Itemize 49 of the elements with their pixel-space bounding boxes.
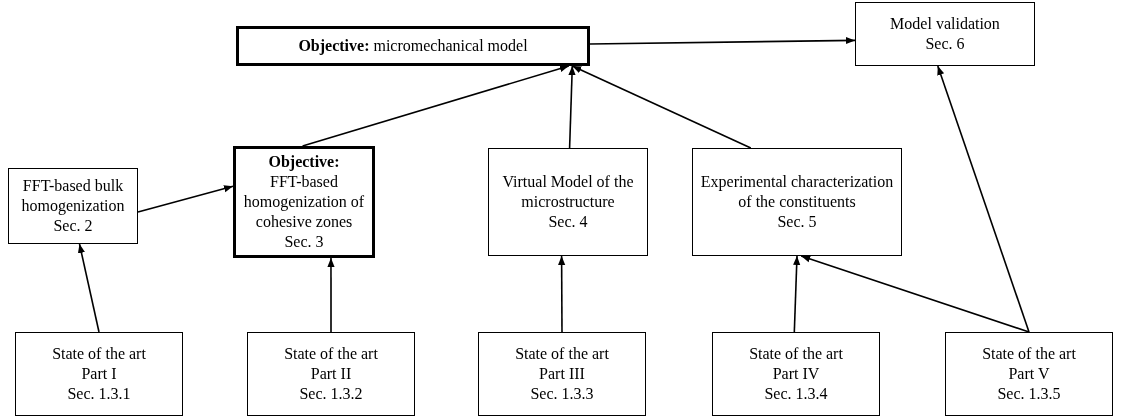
- arrow: [137, 185, 234, 213]
- box-text: FFT-based homogenization of cohesive zones: [242, 172, 366, 232]
- box-text: Sec. 1.3.2: [299, 384, 363, 404]
- box-text: Sec. 3: [284, 232, 324, 252]
- arrow: [937, 65, 1030, 333]
- box-text: Objective: micromechanical model: [298, 36, 528, 56]
- box-text: State of the art: [982, 344, 1076, 364]
- arrow: [793, 255, 801, 333]
- arrow: [558, 255, 566, 333]
- box-text: Part II: [310, 364, 352, 384]
- box-text: State of the art: [284, 344, 378, 364]
- box-text: State of the art: [749, 344, 843, 364]
- process-box: [945, 332, 1113, 416]
- arrow: [568, 65, 576, 149]
- process-box: [247, 332, 415, 416]
- box-text: Objective:: [268, 152, 340, 172]
- process-box: [488, 148, 648, 256]
- process-box: [236, 26, 590, 66]
- box-text: Sec. 1.3.5: [997, 384, 1061, 404]
- box-text: Part III: [539, 364, 585, 384]
- box-text: FFT-based bulk homogenization: [20, 176, 126, 216]
- box-text: Part IV: [772, 364, 820, 384]
- box-text: Part V: [1008, 364, 1050, 384]
- arrow: [327, 257, 335, 333]
- arrow: [77, 243, 100, 333]
- box-text: Model validation: [890, 14, 1000, 34]
- arrow: [571, 65, 752, 149]
- box-text: Sec. 6: [925, 34, 965, 54]
- box-text: Virtual Model of the microstructure: [501, 172, 635, 212]
- arrow: [800, 255, 1030, 333]
- box-text: Part I: [81, 364, 117, 384]
- process-box: [478, 332, 646, 416]
- arrow: [301, 65, 570, 147]
- box-text: Sec. 1.3.4: [764, 384, 828, 404]
- box-text: Sec. 1.3.3: [530, 384, 594, 404]
- box-text: Sec. 1.3.1: [67, 384, 131, 404]
- process-box: [712, 332, 880, 416]
- process-box: [855, 2, 1035, 66]
- box-text: Sec. 4: [548, 212, 588, 232]
- process-box: [692, 148, 902, 256]
- process-box: [8, 168, 138, 244]
- arrow: [589, 36, 856, 45]
- box-text: Sec. 5: [777, 212, 817, 232]
- process-box: [233, 146, 375, 258]
- box-text: State of the art: [515, 344, 609, 364]
- box-text: Experimental characterization of the constituents: [699, 172, 895, 212]
- box-text: State of the art: [52, 344, 146, 364]
- process-box: [15, 332, 183, 416]
- box-text: Sec. 2: [53, 216, 93, 236]
